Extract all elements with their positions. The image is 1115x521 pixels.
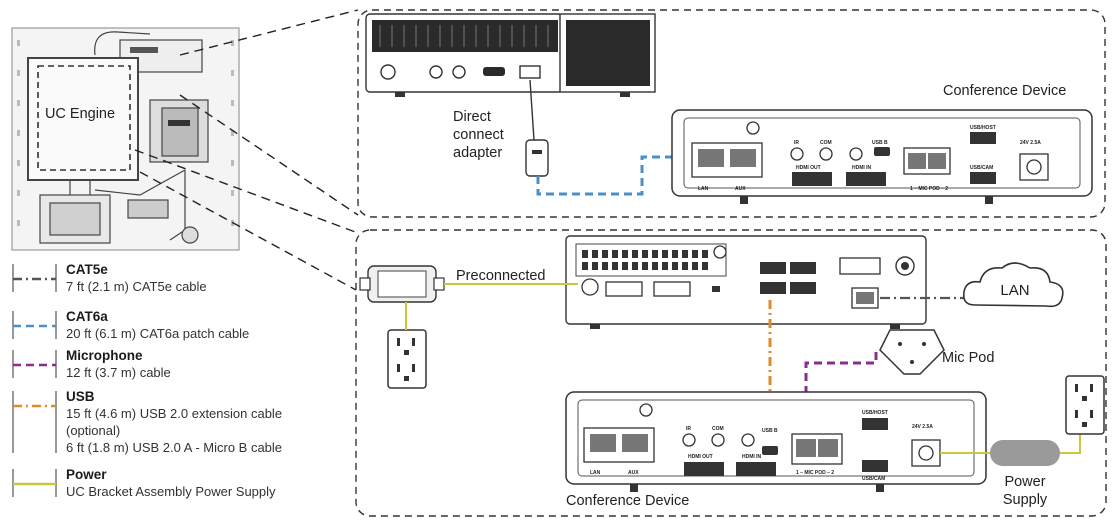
legend-name-cat5e: CAT5e: [66, 262, 108, 277]
callout-lines: [134, 9, 359, 291]
port-label-mic-pod: 1 – MIC POD – 2: [796, 470, 834, 476]
cat6a-cable: [536, 155, 706, 196]
uc-engine-bracket-illustration: [11, 27, 240, 251]
uc-engine-rear-panel: [565, 235, 927, 329]
port-label-usb-cam: USB/CAM: [862, 476, 885, 482]
mic-pod-label: Mic Pod: [942, 350, 994, 366]
direct-connect-panel: [357, 9, 1106, 218]
port-label-usb-cam: USB/CAM: [970, 165, 993, 171]
lan-label: LAN: [1000, 282, 1029, 299]
direct-connect-label-line2: connect: [453, 127, 504, 143]
legend-desc: 12 ft (3.7 m) cable: [66, 365, 171, 380]
conference-device-label-top: Conference Device: [943, 83, 1066, 99]
power-adapter: [359, 265, 445, 303]
port-label-power: 24V 2.5A: [1020, 140, 1041, 146]
port-label-ir: IR: [686, 426, 691, 432]
power-supply-label-line2: Supply: [1003, 492, 1048, 508]
wall-outlet-right: [1065, 375, 1105, 435]
legend-name-cat6a: CAT6a: [66, 309, 108, 324]
legend-name-microphone: Microphone: [66, 348, 143, 363]
legend-desc: 6 ft (1.8 m) USB 2.0 A - Micro B cable: [66, 440, 282, 455]
direct-connect-adapter: [525, 79, 549, 177]
port-label-power: 24V 2.5A: [912, 424, 933, 430]
port-label-aux: AUX: [735, 186, 746, 192]
preconnected-panel: [355, 229, 1107, 517]
port-label-hdmi-out: HDMI OUT: [796, 165, 821, 171]
legend-desc: (optional): [66, 423, 120, 438]
uc-engine-front-panel: [365, 13, 656, 97]
port-label-ir: IR: [794, 140, 799, 146]
power-supply-brick: [990, 440, 1060, 466]
conference-device-bottom-port-labels: LAN AUX HDMI OUT HDMI IN 1 – MIC POD – 2…: [590, 410, 933, 482]
port-label-com: COM: [820, 140, 832, 146]
port-label-lan: LAN: [698, 186, 709, 192]
mic-pod: [879, 329, 945, 375]
uc-engine-label: UC Engine: [45, 106, 115, 122]
wall-outlet-left: [387, 329, 427, 389]
port-label-aux: AUX: [628, 470, 639, 476]
preconnected-label: Preconnected: [456, 268, 545, 284]
legend-desc: UC Bracket Assembly Power Supply: [66, 484, 276, 499]
legend-name-power: Power: [66, 467, 107, 482]
port-label-lan: LAN: [590, 470, 601, 476]
legend-name-usb: USB: [66, 389, 95, 404]
power-cable-outlet-right: [1060, 430, 1081, 454]
legend-desc: 20 ft (6.1 m) CAT6a patch cable: [66, 326, 249, 341]
power-supply-label-line1: Power: [1004, 474, 1045, 490]
conference-device-bottom: [565, 391, 987, 492]
legend-desc: 15 ft (4.6 m) USB 2.0 extension cable: [66, 406, 282, 421]
lan-cloud: [962, 262, 1064, 308]
port-label-hdmi-in: HDMI IN: [742, 454, 762, 460]
port-label-hdmi-out: HDMI OUT: [688, 454, 713, 460]
port-label-usb-b: USB B: [762, 428, 778, 434]
legend-desc: 7 ft (2.1 m) CAT5e cable: [66, 279, 207, 294]
direct-connect-label-line1: Direct: [453, 109, 491, 125]
port-label-hdmi-in: HDMI IN: [852, 165, 872, 171]
conference-device-top: [671, 109, 1093, 204]
port-label-usb-host: USB/HOST: [862, 410, 888, 416]
port-label-usb-host: USB/HOST: [970, 125, 996, 131]
port-label-usb-b: USB B: [872, 140, 888, 146]
conference-device-label-bottom: Conference Device: [566, 493, 689, 509]
direct-connect-label-line3: adapter: [453, 145, 502, 161]
port-label-mic-pod: 1 – MIC POD – 2: [910, 186, 948, 192]
conference-device-top-port-labels: LAN AUX HDMI OUT HDMI IN 1 – MIC POD – 2…: [698, 125, 1041, 192]
port-label-com: COM: [712, 426, 724, 432]
